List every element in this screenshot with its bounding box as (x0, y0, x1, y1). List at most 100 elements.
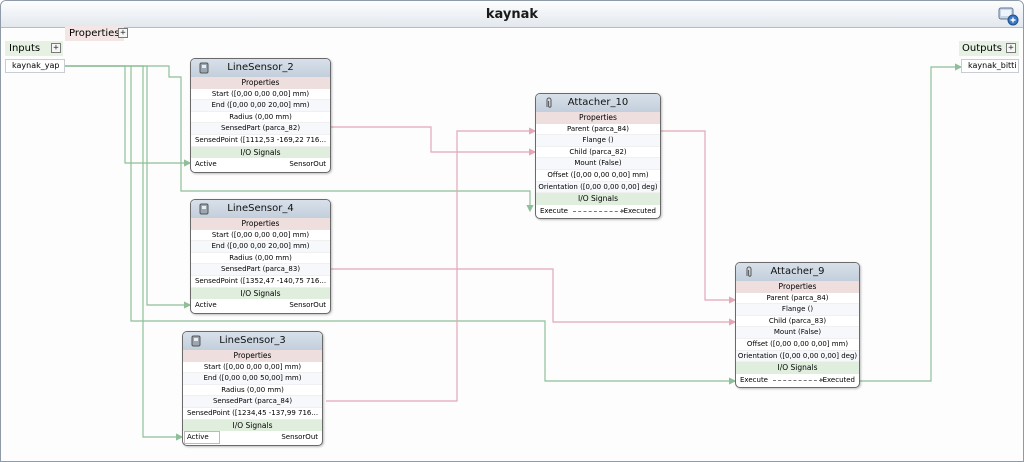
property-radius[interactable]: Radius (0,00 mm) (191, 111, 330, 124)
output-signal-kaynak-bitti[interactable]: kaynak_bitti (961, 59, 1019, 73)
signal-executed[interactable]: Executed (623, 206, 656, 215)
wire-ls4-part-to-at9-child (331, 268, 737, 326)
property-sensedpart[interactable]: SensedPart (parca_83) (191, 264, 330, 276)
input-signal-kaynak-yap[interactable]: kaynak_yap (5, 59, 65, 73)
signal-row: Execute Executed (736, 374, 859, 387)
signal-sensorout[interactable]: SensorOut (281, 433, 318, 442)
node-header[interactable]: LineSensor_3 (183, 332, 322, 350)
properties-header: Properties (536, 112, 660, 124)
node-title: Attacher_9 (770, 266, 825, 277)
property-mount[interactable]: Mount (False) (736, 327, 859, 339)
signal-execute[interactable]: Execute (540, 206, 568, 215)
property-end[interactable]: End ([0,00 0,00 20,00] mm) (191, 100, 330, 112)
outputs-section-label: Outputs (962, 43, 1002, 54)
property-flange[interactable]: Flange () (536, 135, 660, 147)
paperclip-icon (546, 97, 552, 108)
wire-input-to-ls3-active (65, 65, 184, 441)
property-flange[interactable]: Flange () (736, 304, 859, 316)
signal-row: Execute Executed (536, 205, 660, 218)
signal-flow-arrow (773, 377, 824, 382)
sensor-icon (199, 62, 209, 74)
property-start[interactable]: Start ([0,00 0,00 0,00] mm) (191, 229, 330, 242)
properties-header: Properties (183, 350, 322, 362)
property-radius[interactable]: Radius (0,00 mm) (191, 252, 330, 265)
signal-row: Active SensorOut (191, 158, 330, 171)
connections-layer (65, 63, 963, 441)
property-orientation[interactable]: Orientation ([0,00 0,00 0,00] deg) (536, 181, 660, 194)
diagram-canvas[interactable]: Properties + Inputs + Outputs + kaynak_y… (1, 26, 1023, 461)
node-header[interactable]: LineSensor_4 (191, 200, 330, 218)
property-start[interactable]: Start ([0,00 0,00 0,00] mm) (191, 88, 330, 101)
inputs-section-label: Inputs (9, 43, 41, 54)
io-signals-header: I/O Signals (736, 362, 859, 374)
properties-header: Properties (191, 218, 330, 230)
add-output-button[interactable]: + (1006, 43, 1016, 53)
node-title: LineSensor_4 (227, 203, 294, 214)
node-attacher-10[interactable]: Attacher_10 Properties Parent (parca_84)… (535, 93, 661, 219)
properties-section-header: Properties (65, 26, 124, 41)
property-offset[interactable]: Offset ([0,00 0,00 0,00] mm) (536, 169, 660, 182)
add-property-button[interactable]: + (118, 28, 128, 38)
signal-row: Active SensorOut (183, 431, 322, 445)
property-sensedpart[interactable]: SensedPart (parca_84) (183, 396, 322, 408)
wire-ls3-part-to-at10-parent (326, 127, 537, 402)
properties-section-label: Properties (69, 28, 120, 39)
node-header[interactable]: LineSensor_2 (191, 59, 330, 77)
node-header[interactable]: Attacher_10 (536, 94, 660, 112)
wire-input-to-ls4-active (65, 65, 192, 309)
signal-sensorout[interactable]: SensorOut (289, 160, 326, 169)
node-title: Attacher_10 (567, 97, 629, 108)
properties-header: Properties (736, 281, 859, 293)
properties-header: Properties (191, 77, 330, 89)
signal-row: Active SensorOut (191, 299, 330, 312)
property-sensedpoint[interactable]: SensedPoint ([1112,53 -169,22 716... (191, 134, 330, 147)
node-header[interactable]: Attacher_9 (736, 263, 859, 281)
signal-sensorout[interactable]: SensorOut (289, 301, 326, 310)
property-parent[interactable]: Parent (parca_84) (536, 123, 660, 136)
wire-at10-parent-to-at9-parent (661, 130, 737, 304)
network-component-icon[interactable] (997, 4, 1019, 26)
io-signals-header: I/O Signals (183, 419, 322, 432)
paperclip-icon (746, 266, 752, 277)
property-child[interactable]: Child (parca_82) (536, 146, 660, 159)
node-linesensor-2[interactable]: LineSensor_2 Properties Start ([0,00 0,0… (190, 58, 331, 173)
node-linesensor-3[interactable]: LineSensor_3 Properties Start ([0,00 0,0… (182, 331, 323, 446)
property-offset[interactable]: Offset ([0,00 0,00 0,00] mm) (736, 338, 859, 351)
property-end[interactable]: End ([0,00 0,00 20,00] mm) (191, 241, 330, 253)
sensor-icon (191, 335, 201, 347)
property-mount[interactable]: Mount (False) (536, 158, 660, 170)
signal-active[interactable]: Active (195, 160, 217, 169)
property-sensedpoint[interactable]: SensedPoint ([1352,47 -140,75 716... (191, 275, 330, 288)
node-title: LineSensor_3 (219, 335, 286, 346)
node-linesensor-4[interactable]: LineSensor_4 Properties Start ([0,00 0,0… (190, 199, 331, 314)
signal-active[interactable]: Active (184, 431, 220, 445)
signal-execute[interactable]: Execute (740, 375, 768, 384)
property-end[interactable]: End ([0,00 0,00 50,00] mm) (183, 373, 322, 385)
property-orientation[interactable]: Orientation ([0,00 0,00 0,00] deg) (736, 350, 859, 363)
wire-input-to-ls2-active (65, 65, 192, 167)
inputs-section-header: Inputs (5, 41, 63, 56)
window-title: kaynak (485, 7, 539, 22)
property-start[interactable]: Start ([0,00 0,00 0,00] mm) (183, 361, 322, 374)
property-radius[interactable]: Radius (0,00 mm) (183, 384, 322, 397)
wire-input-to-at10-execute (65, 65, 534, 213)
sensor-icon (199, 203, 209, 215)
signal-flow-arrow (573, 208, 625, 213)
signal-active[interactable]: Active (195, 301, 217, 310)
wire-input-to-at9-execute (130, 66, 737, 385)
title-bar: kaynak (1, 1, 1023, 28)
input-signal-label: kaynak_yap (12, 61, 60, 70)
property-sensedpart[interactable]: SensedPart (parca_82) (191, 123, 330, 135)
node-attacher-9[interactable]: Attacher_9 Properties Parent (parca_84) … (735, 262, 860, 388)
io-signals-header: I/O Signals (191, 146, 330, 159)
property-sensedpoint[interactable]: SensedPoint ([1234,45 -137,99 716... (183, 407, 322, 420)
wire-at9-executed-to-output (860, 63, 963, 382)
wire-ls2-part-to-at10-child (331, 126, 537, 156)
property-child[interactable]: Child (parca_83) (736, 315, 859, 328)
signal-executed[interactable]: Executed (822, 375, 855, 384)
node-title: LineSensor_2 (227, 62, 294, 73)
add-input-button[interactable]: + (51, 43, 61, 53)
output-signal-label: kaynak_bitti (968, 61, 1017, 70)
property-parent[interactable]: Parent (parca_84) (736, 292, 859, 305)
